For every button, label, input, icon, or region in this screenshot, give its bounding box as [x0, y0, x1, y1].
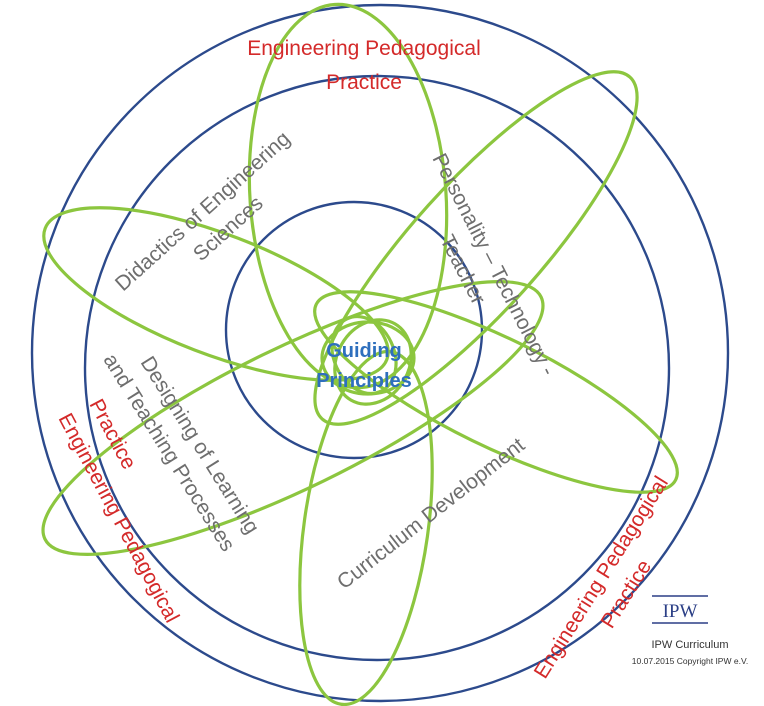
inner-circle	[224, 200, 484, 460]
orbit-ellipse-upper-right	[313, 70, 639, 426]
logo-text: IPW	[663, 601, 698, 622]
core-loop-2	[333, 318, 413, 406]
core-label-line1: Guiding	[326, 340, 402, 362]
orbit-ellipse-lower-left	[41, 280, 545, 556]
orbit-ellipse-lower-right	[313, 290, 679, 494]
middle-circle	[83, 74, 671, 662]
core-loop-3	[330, 314, 398, 396]
core-label-line2: Principles	[316, 370, 412, 392]
caption-title: IPW Curriculum	[651, 639, 728, 651]
outer-label-top-line1: Engineering Pedagogical	[247, 37, 481, 60]
orbit-ellipse-upper-left	[42, 206, 390, 382]
outer-label-top: Engineering Pedagogical Practice	[247, 37, 481, 94]
ipw-logo: IPW	[652, 595, 708, 624]
outer-label-right-line1: Engineering Pedagogical	[530, 472, 673, 682]
outer-label-top-line2: Practice	[326, 71, 402, 94]
orbit-ellipse-vertical-bottom	[298, 349, 434, 706]
outer-circle	[30, 3, 730, 703]
caption-copyright: 10.07.2015 Copyright IPW e.V.	[632, 656, 748, 666]
orbit-ellipse-vertical-top	[247, 2, 449, 390]
